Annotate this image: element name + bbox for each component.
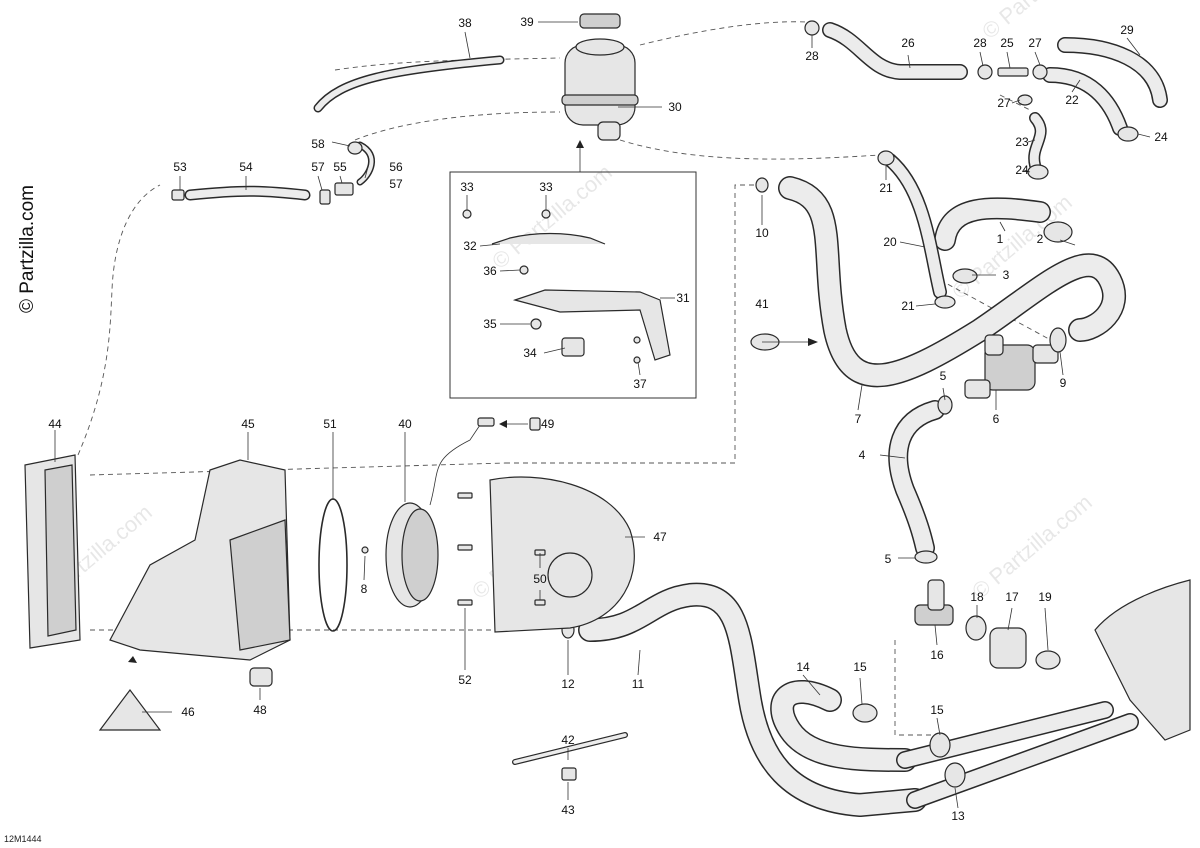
callout-48: 48 (253, 703, 267, 717)
callout-40: 40 (398, 417, 412, 431)
callout-24a: 24 (1015, 163, 1029, 177)
callout-28a: 28 (805, 49, 819, 63)
svg-text:© Partzilla.com: © Partzilla.com (977, 0, 1107, 44)
callout-8: 8 (361, 582, 368, 596)
callout-43: 43 (561, 803, 575, 817)
callout-2: 2 (1037, 232, 1044, 246)
callout-37: 37 (633, 377, 647, 391)
callout-21a: 21 (879, 181, 893, 195)
callout-46: 46 (181, 705, 195, 719)
callout-39: 39 (520, 15, 534, 29)
callout-5b: 5 (885, 552, 892, 566)
callout-31: 31 (676, 291, 690, 305)
assembly-dashed-lines (77, 21, 1061, 736)
callout-34: 34 (523, 346, 537, 360)
watermark-text: © Partzilla.com (17, 184, 38, 314)
callout-1: 1 (997, 232, 1004, 246)
callout-15b: 15 (930, 703, 944, 717)
callout-55: 55 (333, 160, 347, 174)
callout-41: 41 (755, 297, 769, 311)
callout-24b: 24 (1154, 130, 1168, 144)
parts (24, 13, 1191, 788)
drawing-code: 12M1444 (4, 834, 42, 844)
callout-42: 42 (561, 733, 575, 747)
callout-38: 38 (458, 16, 472, 30)
callout-57b: 57 (389, 177, 403, 191)
callout-33a: 33 (460, 180, 474, 194)
callout-57a: 57 (311, 160, 325, 174)
callout-13: 13 (951, 809, 965, 823)
callout-22: 22 (1065, 93, 1079, 107)
callout-30: 30 (668, 100, 682, 114)
callout-27b: 27 (997, 96, 1011, 110)
callout-49: 49 (541, 417, 555, 431)
bracket-group-box (449, 140, 697, 399)
callout-4: 4 (859, 448, 866, 462)
callout-54: 54 (239, 160, 253, 174)
callout-35: 35 (483, 317, 497, 331)
callout-7: 7 (855, 412, 862, 426)
callout-5a: 5 (940, 369, 947, 383)
callout-52: 52 (458, 673, 472, 687)
callout-12: 12 (561, 677, 575, 691)
callout-17: 17 (1005, 590, 1019, 604)
callout-15a: 15 (853, 660, 867, 674)
callout-6: 6 (993, 412, 1000, 426)
callout-11: 11 (632, 677, 645, 691)
callout-36: 36 (483, 264, 497, 278)
callout-33b: 33 (539, 180, 553, 194)
callout-18: 18 (970, 590, 984, 604)
callout-29: 29 (1120, 23, 1134, 37)
callout-20: 20 (883, 235, 897, 249)
callout-3: 3 (1003, 268, 1010, 282)
leader-lines (54, 21, 1151, 809)
svg-text:© Partzilla.com: © Partzilla.com (487, 159, 617, 273)
callout-16: 16 (930, 648, 944, 662)
callout-44: 44 (48, 417, 62, 431)
callout-50: 50 (533, 572, 547, 586)
callout-56: 56 (389, 160, 403, 174)
callout-21b: 21 (901, 299, 915, 313)
callout-53: 53 (173, 160, 187, 174)
callout-28b: 28 (973, 36, 987, 50)
svg-text:© Partzilla.com: © Partzilla.com (967, 489, 1097, 603)
callout-14: 14 (796, 660, 810, 674)
callout-45: 45 (241, 417, 255, 431)
callout-25: 25 (1000, 36, 1014, 50)
callout-26: 26 (901, 36, 915, 50)
callout-27a: 27 (1028, 36, 1042, 50)
callout-labels: 1 2 3 4 5 5 6 7 8 9 10 11 12 13 14 15 15… (48, 15, 1168, 823)
callout-51: 51 (323, 417, 337, 431)
callout-9: 9 (1060, 376, 1067, 390)
partzilla-watermark: © Partzilla.com (14, 176, 38, 326)
callout-47: 47 (653, 530, 667, 544)
callout-58: 58 (311, 137, 325, 151)
callout-10: 10 (755, 226, 769, 240)
callout-32: 32 (463, 239, 477, 253)
coolant-hoses (184, 22, 1168, 817)
callout-19: 19 (1038, 590, 1052, 604)
callout-23: 23 (1015, 135, 1029, 149)
